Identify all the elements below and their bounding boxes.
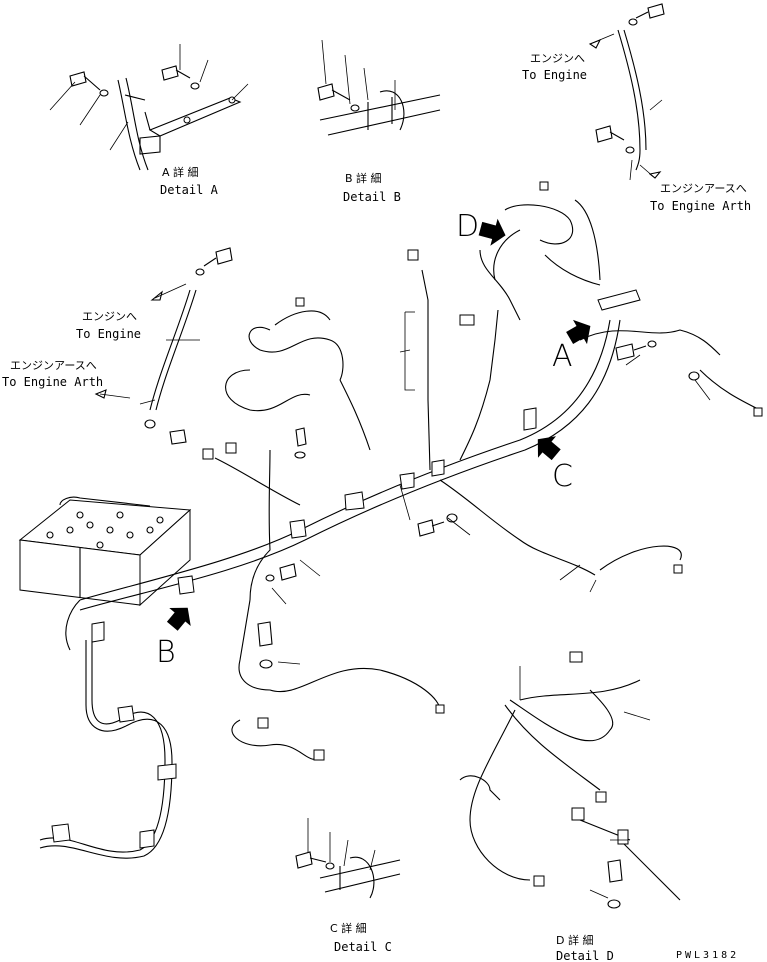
detail-c-drawing: [295, 818, 401, 899]
detail-c-en-label: Detail C: [334, 940, 392, 954]
view-letter-b: B: [156, 635, 176, 670]
view-letter-c: C: [552, 459, 573, 494]
detail-d-jp-label: D 詳 細: [556, 933, 593, 947]
drawing-code: PWL3182: [676, 950, 739, 961]
detail-c-jp-label: C 詳 細: [330, 921, 367, 935]
detail-a-drawing: [49, 44, 249, 171]
harness-branches: [202, 181, 763, 761]
earth-callout-left-en: To Engine Arth: [2, 375, 103, 389]
detail-a-jp-label: A 詳 細: [162, 165, 199, 179]
earth-callout-left-jp: エンジンアースへ: [10, 359, 97, 372]
view-letter-d: D: [456, 209, 479, 244]
detail-b-drawing: [317, 39, 441, 136]
detail-b-jp-label: B 詳 細: [345, 171, 382, 185]
detail-b-en-label: Detail B: [343, 190, 401, 204]
detail-d-en-label: Detail D: [556, 949, 614, 962]
engine-callout-top-jp: エンジンへ: [530, 52, 585, 65]
ground-strap-top-right: [588, 3, 665, 181]
detail-d-drawing: [459, 651, 681, 909]
engine-callout-left-en: To Engine: [76, 327, 141, 341]
earth-callout-top-jp: エンジンアースへ: [660, 182, 747, 195]
engine-callout-left-jp: エンジンへ: [82, 310, 137, 323]
battery: [18, 496, 192, 607]
view-arrows: [166, 218, 591, 631]
view-letter-a: A: [552, 339, 573, 374]
detail-a-en-label: Detail A: [160, 183, 219, 197]
earth-callout-top-en: To Engine Arth: [650, 199, 751, 213]
ground-strap-left: [94, 247, 233, 445]
main-harness: [39, 289, 641, 859]
engine-callout-top-en: To Engine: [522, 68, 587, 82]
